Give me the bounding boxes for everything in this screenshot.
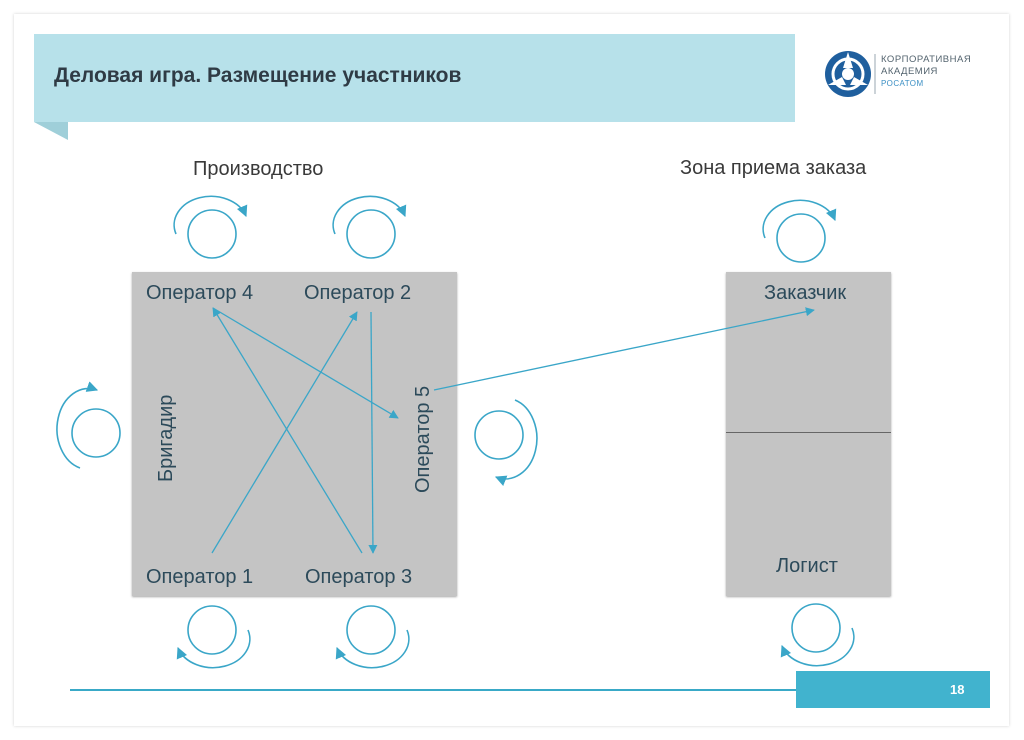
production-label: Производство	[193, 158, 324, 180]
role-operator-2: Оператор 2	[304, 282, 412, 304]
page-number-box	[796, 671, 990, 708]
logo-line1: КОРПОРАТИВНАЯ	[881, 54, 972, 65]
rotation-icon-top-right	[332, 195, 407, 259]
arrow-operator5-to-customer	[433, 307, 815, 391]
footer-line	[70, 689, 796, 691]
header-fold-decoration	[34, 122, 68, 140]
logo-line3: РОСАТОМ	[881, 79, 924, 88]
rotation-icon-top-left	[173, 195, 248, 259]
page-number: 18	[950, 682, 965, 697]
arrow-operator2-to-operator3	[368, 311, 378, 554]
order-zone-label: Зона приема заказа	[680, 157, 867, 179]
rotation-icon-customer	[762, 199, 837, 263]
order-zone-table	[726, 272, 891, 596]
role-operator-1: Оператор 1	[146, 566, 254, 588]
role-customer: Заказчик	[764, 282, 847, 304]
rotation-icon-bottom-left	[176, 605, 251, 669]
production-table	[132, 272, 457, 596]
rotation-icon-right	[474, 399, 538, 486]
slide-header	[34, 34, 795, 122]
rotation-icon-logist	[780, 603, 855, 667]
role-logist: Логист	[776, 555, 838, 577]
rotation-icon-left	[56, 381, 121, 469]
slide-title: Деловая игра. Размещение участников	[54, 64, 462, 87]
arrow-operator3-to-operator4	[212, 307, 363, 554]
rosatom-logo-icon	[825, 51, 876, 97]
role-operator-4: Оператор 4	[146, 282, 254, 304]
role-operator-3: Оператор 3	[305, 566, 413, 588]
logo-wordmark: КОРПОРАТИВНАЯ АКАДЕМИЯ РОСАТОМ	[881, 54, 971, 90]
arrow-operator1-to-operator2	[211, 311, 358, 554]
order-zone-divider	[726, 432, 891, 433]
logo-line2: АКАДЕМИЯ	[881, 66, 938, 77]
arrow-operator4-to-operator5	[212, 307, 399, 419]
rotation-icon-bottom-right	[335, 605, 410, 669]
